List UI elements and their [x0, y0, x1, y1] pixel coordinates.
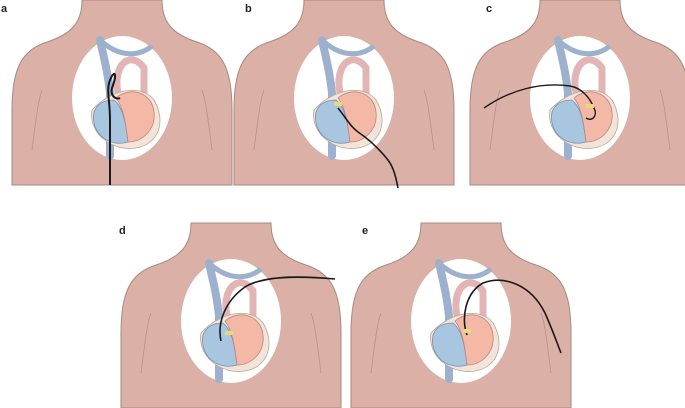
- lead-wire-b: [337, 107, 399, 189]
- panel-label-b: b: [245, 3, 252, 15]
- panel-label-a: a: [1, 3, 8, 15]
- lead-wire-e: [463, 279, 562, 354]
- lead-wire-d: [219, 276, 336, 342]
- electrode-c: [586, 104, 594, 108]
- lead-wire-c: [483, 84, 596, 120]
- panel-c: [469, 0, 685, 186]
- panel-label-d: d: [119, 225, 126, 237]
- panel-b: [233, 0, 455, 189]
- electrode-d: [225, 331, 233, 335]
- lead-wire-a: [107, 72, 121, 185]
- panel-e: [350, 222, 572, 408]
- electrode-b: [334, 102, 342, 106]
- panel-label-e: e: [362, 225, 368, 237]
- panel-d: [120, 222, 342, 408]
- panel-label-c: c: [486, 3, 492, 15]
- panel-a: [11, 0, 233, 186]
- electrode-e: [463, 329, 471, 333]
